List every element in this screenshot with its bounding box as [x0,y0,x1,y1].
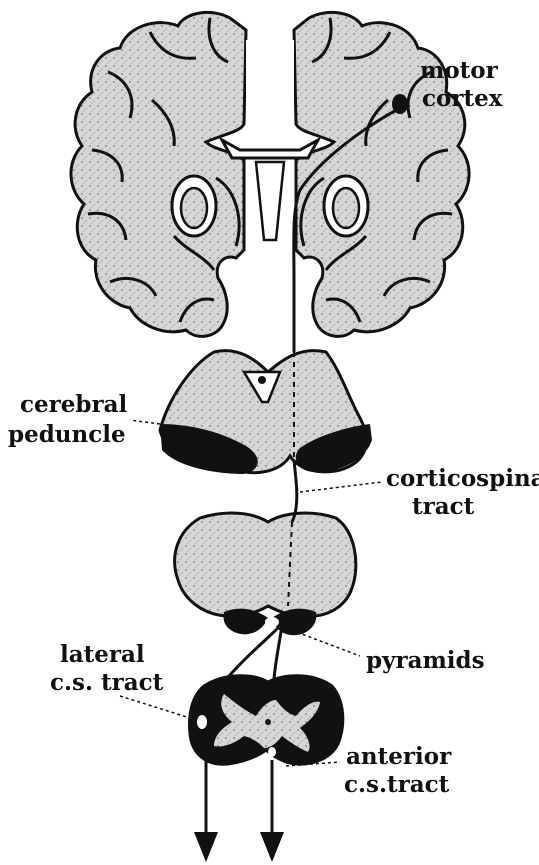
corpus-callosum [222,140,318,158]
cerebral-peduncle-label-line2: peduncle [8,421,126,448]
anterior-cs-tract-label-line1: anterior [346,743,452,770]
pyramids-label: pyramids [366,647,485,674]
anterior-cs-tract-label-line2: c.s.tract [344,771,450,798]
corticospinal-tract-label-line1: corticospinal [386,465,539,492]
corticospinal-tract-label-line2: tract [412,493,475,520]
anterior-tract-arrowhead [260,832,284,862]
lateral-cs-tract-label-line2: c.s. tract [50,669,164,696]
motor-cortex-label-line2: cortex [422,85,503,112]
corticospinal-tract-label: corticospinal tract [386,465,539,520]
pons-outline [175,513,356,616]
motor-cortex-label-line1: motor [420,57,499,84]
anterior-tract-dot [268,747,276,757]
midbrain-section [160,351,372,474]
anterior-cs-tract-label: anterior c.s.tract [344,743,459,798]
cerebral-peduncle-label: cerebral peduncle [8,391,135,448]
motor-cortex-label: motor cortex [420,57,506,112]
pyramid-center [265,617,279,627]
left-hemisphere [71,12,246,336]
lateral-tract-left-dot [197,715,207,729]
aqueduct-center [258,376,266,384]
brain-coronal-section [71,12,469,336]
cerebral-peduncle-label-line1: cerebral [20,391,127,418]
spinal-cord-section [190,676,343,764]
septum [246,40,294,136]
pyramid-left [223,609,268,635]
lateral-cs-tract-label-line1: lateral [60,641,145,668]
central-canal [265,719,271,725]
third-ventricle [256,162,284,240]
lateral-tract-arrowhead [194,832,218,862]
pons-section [175,513,356,635]
lateral-cs-tract-label: lateral c.s. tract [50,641,164,696]
